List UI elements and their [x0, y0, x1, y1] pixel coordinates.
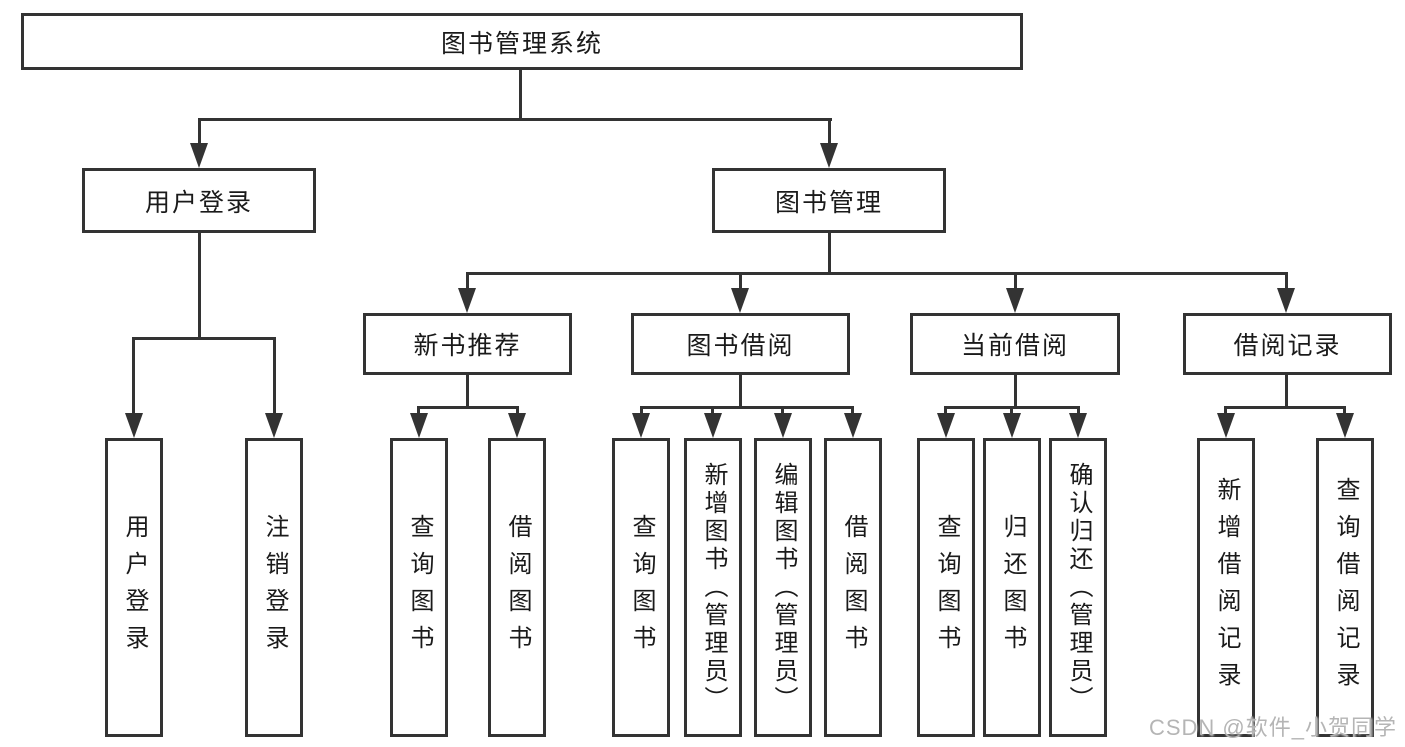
- connector-hline: [466, 272, 1288, 275]
- connector-vline: [739, 274, 742, 290]
- leaf-edit-books-admin: 编辑图书（管理员）: [754, 438, 812, 737]
- connector-hline: [132, 337, 276, 340]
- leaf-query-books-2: 查询图书: [612, 438, 670, 737]
- connector-vline: [466, 375, 469, 406]
- arrowhead-down-icon: [410, 413, 428, 438]
- connector-vline: [1285, 274, 1288, 290]
- connector-vline: [132, 339, 135, 414]
- arrowhead-down-icon: [731, 288, 749, 313]
- leaf-return-books: 归还图书: [983, 438, 1041, 737]
- arrowhead-down-icon: [1069, 413, 1087, 438]
- arrowhead-down-icon: [774, 413, 792, 438]
- leaf-add-books-admin: 新增图书（管理员）: [684, 438, 742, 737]
- connector-vline: [1285, 375, 1288, 406]
- arrowhead-down-icon: [1277, 288, 1295, 313]
- arrowhead-down-icon: [1336, 413, 1354, 438]
- node-borrow-records: 借阅记录: [1183, 313, 1392, 375]
- node-new-book-recommend: 新书推荐: [363, 313, 572, 375]
- connector-vline: [828, 120, 831, 144]
- arrowhead-down-icon: [820, 143, 838, 168]
- arrowhead-down-icon: [190, 143, 208, 168]
- connector-vline: [198, 120, 201, 144]
- node-book-management: 图书管理: [712, 168, 946, 233]
- connector-hline: [1224, 406, 1346, 409]
- connector-vline: [781, 406, 784, 416]
- connector-vline: [944, 406, 947, 416]
- arrowhead-down-icon: [265, 413, 283, 438]
- leaf-query-books-3: 查询图书: [917, 438, 975, 737]
- connector-vline: [640, 406, 643, 416]
- connector-vline: [466, 274, 469, 290]
- arrowhead-down-icon: [125, 413, 143, 438]
- connector-vline: [1014, 274, 1017, 290]
- connector-vline: [739, 375, 742, 406]
- connector-vline: [198, 233, 201, 338]
- leaf-query-books-1: 查询图书: [390, 438, 448, 737]
- arrowhead-down-icon: [1217, 413, 1235, 438]
- leaf-user-login: 用户登录: [105, 438, 163, 737]
- connector-vline: [519, 69, 522, 118]
- connector-vline: [1077, 406, 1080, 416]
- connector-vline: [273, 339, 276, 414]
- node-root: 图书管理系统: [21, 13, 1023, 70]
- leaf-add-borrow-record: 新增借阅记录: [1197, 438, 1255, 737]
- csdn-watermark: CSDN @软件_小贺同学: [1148, 715, 1397, 740]
- connector-hline: [198, 118, 832, 121]
- leaf-query-borrow-record: 查询借阅记录: [1316, 438, 1374, 737]
- node-book-borrow: 图书借阅: [631, 313, 850, 375]
- arrowhead-down-icon: [1006, 288, 1024, 313]
- connector-vline: [1343, 406, 1346, 416]
- leaf-logout: 注销登录: [245, 438, 303, 737]
- arrowhead-down-icon: [458, 288, 476, 313]
- arrowhead-down-icon: [1003, 413, 1021, 438]
- connector-vline: [417, 406, 420, 416]
- arrowhead-down-icon: [704, 413, 722, 438]
- connector-vline: [851, 406, 854, 416]
- arrowhead-down-icon: [508, 413, 526, 438]
- connector-hline: [640, 406, 854, 409]
- arrowhead-down-icon: [844, 413, 862, 438]
- arrowhead-down-icon: [937, 413, 955, 438]
- node-user-login: 用户登录: [82, 168, 316, 233]
- connector-vline: [1010, 406, 1013, 416]
- arrowhead-down-icon: [632, 413, 650, 438]
- node-current-borrow: 当前借阅: [910, 313, 1120, 375]
- leaf-borrow-books-2: 借阅图书: [824, 438, 882, 737]
- leaf-borrow-books-1: 借阅图书: [488, 438, 546, 737]
- connector-vline: [711, 406, 714, 416]
- leaf-confirm-return-admin: 确认归还（管理员）: [1049, 438, 1107, 737]
- connector-hline: [417, 406, 519, 409]
- connector-vline: [1224, 406, 1227, 416]
- connector-vline: [1014, 375, 1017, 406]
- connector-vline: [516, 406, 519, 416]
- connector-vline: [828, 233, 831, 274]
